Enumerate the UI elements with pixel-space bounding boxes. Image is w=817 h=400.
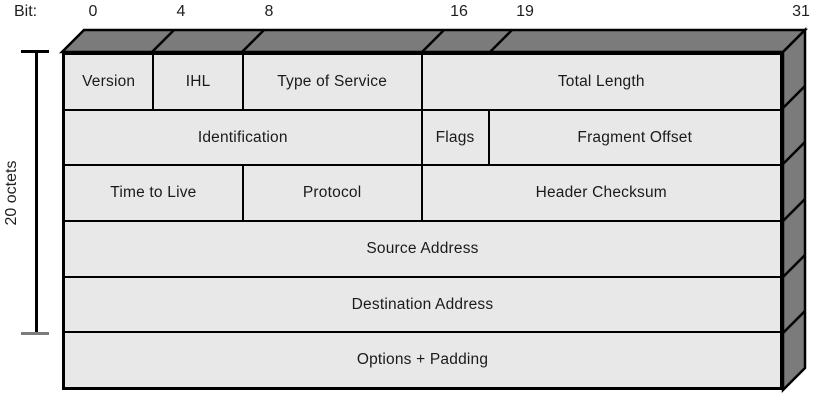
octets-bracket-tick-top bbox=[21, 50, 49, 53]
bit-tick-4: 4 bbox=[176, 3, 186, 20]
bit-tick-0: 0 bbox=[88, 3, 98, 20]
header-row-1: Version IHL Type of Service Total Length bbox=[65, 55, 780, 111]
bit-scale-prefix: Bit: bbox=[14, 3, 38, 20]
header-row-2: Identification Flags Fragment Offset bbox=[65, 110, 780, 167]
right-face-divider-row-4 bbox=[782, 254, 806, 278]
octets-label: 20 octets bbox=[3, 160, 20, 226]
field-ihl: IHL bbox=[154, 55, 244, 109]
top-face-divider-bit-4 bbox=[151, 29, 175, 53]
bit-tick-31: 31 bbox=[792, 3, 810, 20]
right-face-divider-row-5 bbox=[782, 310, 806, 334]
field-flags: Flags bbox=[423, 110, 490, 165]
field-total-length: Total Length bbox=[557, 72, 645, 90]
header-row-3: Time to Live Protocol Header Checksum bbox=[65, 166, 780, 223]
field-fragment-offset: Fragment Offset bbox=[577, 128, 693, 146]
field-destination-address: Destination Address bbox=[351, 295, 494, 313]
right-face-divider-row-1 bbox=[782, 85, 806, 109]
field-identification: Identification bbox=[65, 110, 423, 165]
bit-tick-19: 19 bbox=[516, 3, 534, 20]
field-protocol: Protocol bbox=[244, 166, 423, 221]
field-header-checksum: Header Checksum bbox=[535, 184, 667, 202]
header-row-5: Destination Address bbox=[65, 278, 780, 334]
header-row-6: Options + Padding bbox=[65, 333, 780, 387]
field-type-of-service: Type of Service bbox=[244, 55, 423, 109]
top-face-divider-bit-8 bbox=[241, 29, 265, 53]
octets-bracket-tick-bottom bbox=[21, 332, 49, 335]
bit-tick-16: 16 bbox=[450, 3, 468, 20]
header-row-4: Source Address bbox=[65, 222, 780, 278]
field-options-padding: Options + Padding bbox=[356, 351, 489, 369]
bit-tick-8: 8 bbox=[264, 3, 274, 20]
right-face-divider-row-3 bbox=[782, 198, 806, 222]
header-field-grid: Version IHL Type of Service Total Length… bbox=[62, 52, 783, 390]
field-time-to-live: Time to Live bbox=[65, 166, 244, 221]
octets-bracket-line bbox=[35, 52, 38, 333]
top-face-divider-bit-16 bbox=[421, 29, 445, 53]
right-face-divider-row-2 bbox=[782, 141, 806, 165]
field-source-address: Source Address bbox=[366, 239, 479, 257]
field-version: Version bbox=[65, 55, 155, 109]
top-face-divider-bit-19 bbox=[489, 29, 513, 53]
